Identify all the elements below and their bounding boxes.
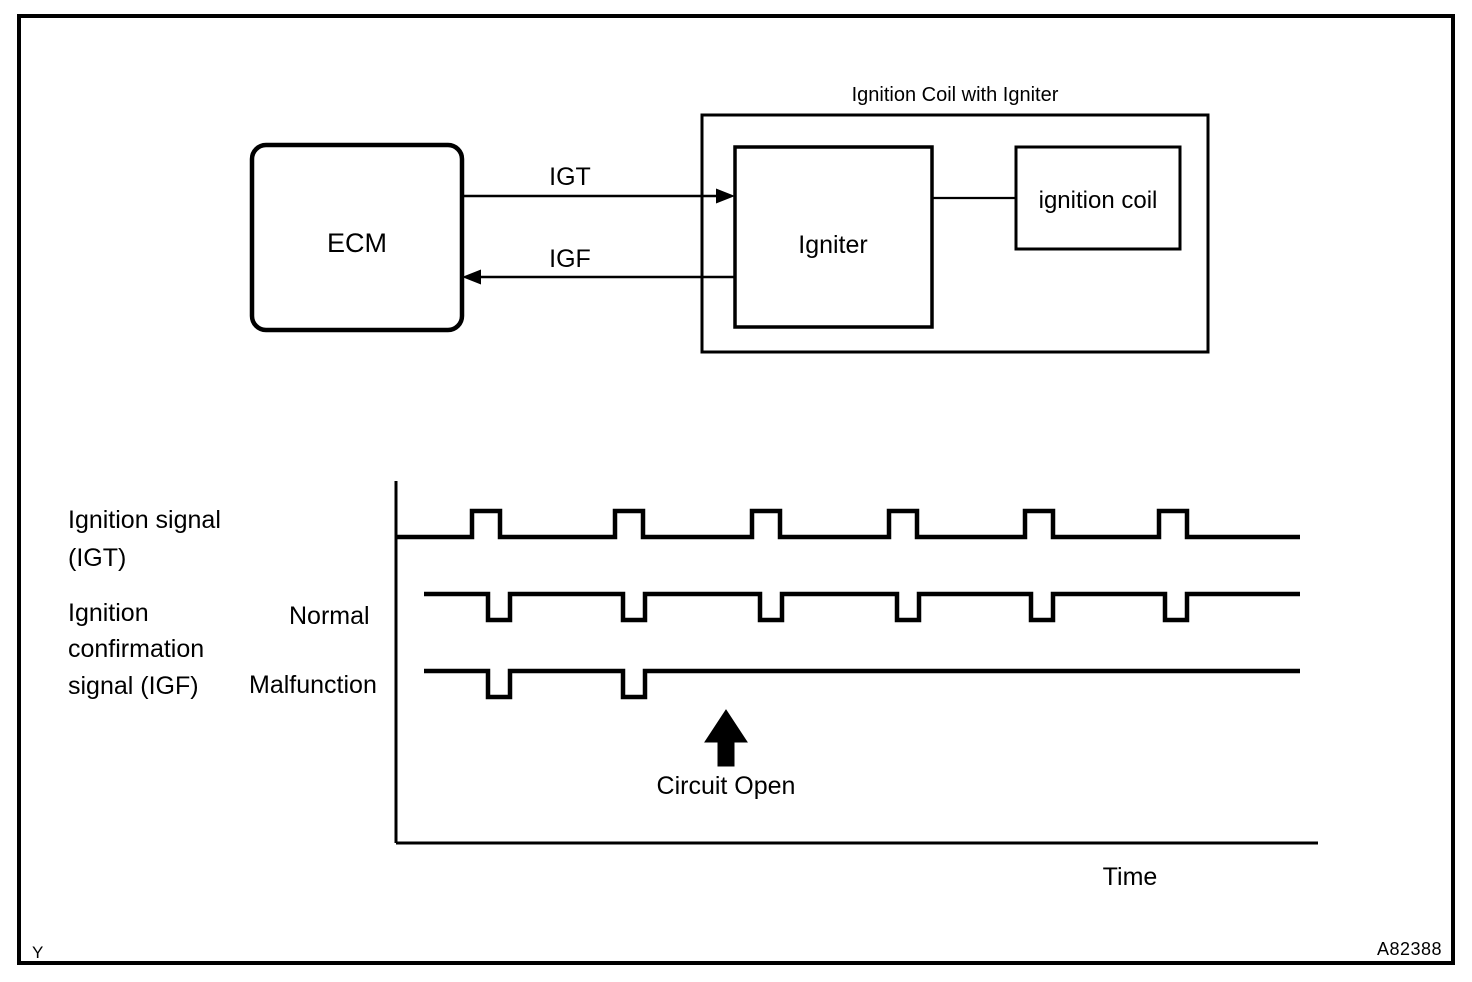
circuit-open-arrow-icon [704,709,748,767]
circuit-open-annotation: Circuit Open [657,772,796,800]
igt-row-label-line1: Ignition signal [68,506,221,534]
ignition-coil-assembly-box [700,113,1210,354]
igf-row-label-line3: signal (IGF) [68,672,199,700]
igf-malfunction-waveform-trace [424,668,1300,700]
igt-arrowhead-icon [716,188,735,204]
assembly-title: Ignition Coil with Igniter [852,84,1059,106]
figure-border [17,14,1455,965]
time-axis-label: Time [1103,863,1158,891]
igf-signal-label: IGF [549,245,591,273]
igf-arrowhead-icon [462,269,481,285]
igt-row-label-line2: (IGT) [68,544,126,572]
igt-waveform-trace [396,508,1300,540]
igf-normal-waveform-trace [424,591,1300,623]
igniter-box [733,145,934,329]
normal-trace-label: Normal [289,602,370,630]
figure-code: A82388 [1377,939,1442,959]
igf-row-label-line1: Ignition [68,599,149,627]
bottom-left-mark: Y [32,943,43,962]
igf-row-label-line2: confirmation [68,635,204,663]
igt-signal-label: IGT [549,163,591,191]
ecm-box [249,142,465,333]
ignition-coil-label: ignition coil [1039,187,1158,214]
igniter-label: Igniter [798,231,867,259]
ecm-label: ECM [327,228,387,258]
malfunction-trace-label: Malfunction [249,671,377,699]
